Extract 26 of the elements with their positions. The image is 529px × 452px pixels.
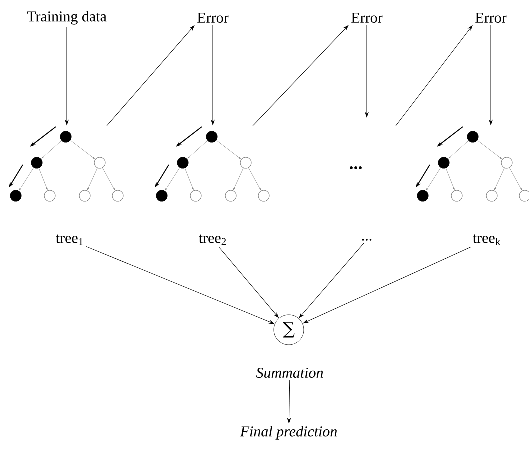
output-label: Summation	[256, 368, 324, 378]
arrow	[211, 24, 215, 126]
arrow	[299, 242, 365, 318]
tree-label: tree$_{2}$	[199, 234, 226, 246]
ellipsis: ...	[350, 166, 362, 170]
tree-label: tree$_{k}$	[473, 234, 501, 246]
tree-label: ...	[362, 239, 372, 241]
arrow	[489, 24, 493, 126]
input-label: Error	[198, 13, 229, 23]
tree-label: tree$_{1}$	[56, 234, 83, 246]
input-label: Training data	[27, 11, 107, 25]
arrow	[219, 247, 279, 318]
arrow	[252, 26, 349, 126]
arrow	[106, 26, 195, 126]
tree-drawing	[9, 126, 124, 202]
arrow	[288, 380, 291, 424]
output-label: Final prediction	[240, 426, 338, 440]
input-label: Error	[352, 13, 383, 23]
arrow	[86, 246, 274, 324]
tree-drawing	[155, 126, 270, 202]
arrow	[396, 26, 473, 126]
arrow	[303, 247, 471, 324]
input-label: Error	[476, 13, 507, 23]
arrow	[365, 24, 369, 118]
tree-drawing	[416, 126, 529, 202]
arrow	[65, 26, 69, 126]
